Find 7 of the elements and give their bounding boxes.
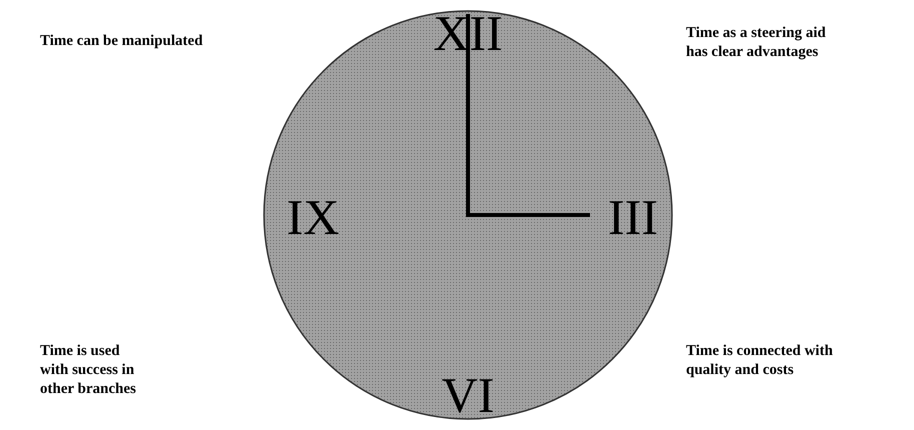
note-text: Time can be manipulated (40, 32, 203, 51)
note-text: Time is used with success in other branches (40, 342, 137, 399)
clock-numeral: VI (440, 370, 496, 420)
clock-numeral: IX (286, 192, 340, 242)
note-text: Time as a steering aid has clear advantages (686, 24, 827, 62)
note-text: Time is connected with quality and costs (686, 342, 834, 380)
clock-numeral: III (607, 192, 659, 242)
